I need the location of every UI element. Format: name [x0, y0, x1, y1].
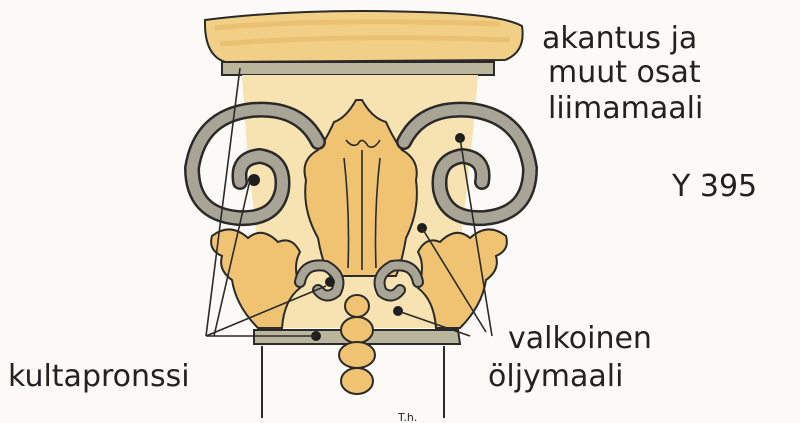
- label-oljymaali: öljymaali: [488, 359, 623, 394]
- label-valkoinen: valkoinen: [508, 321, 652, 356]
- label-muut-osat: muut osat: [548, 55, 701, 90]
- label-liimamaali: liimamaali: [548, 91, 703, 126]
- label-kultapronssi: kultapronssi: [8, 359, 190, 394]
- label-akantus-ja: akantus ja: [542, 21, 697, 56]
- signature: T.h.: [397, 411, 417, 423]
- upper-gold-band: [222, 62, 494, 75]
- label-code: Y 395: [671, 169, 757, 204]
- small-volute-left-eye: [325, 277, 335, 287]
